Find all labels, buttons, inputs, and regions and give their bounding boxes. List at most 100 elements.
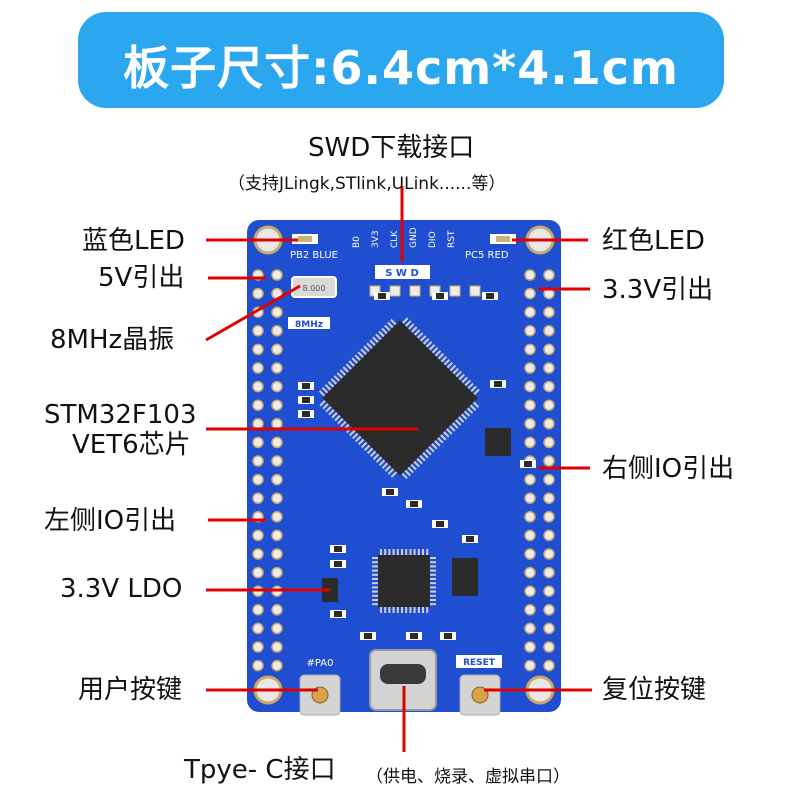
pin-hole — [543, 343, 555, 356]
pin-hole — [252, 566, 264, 579]
mcu-pin — [412, 460, 420, 468]
pin-hole — [271, 418, 283, 430]
mcu-pin — [451, 421, 459, 429]
mcu-pin — [469, 385, 477, 393]
mcu-pin — [327, 381, 335, 389]
right-pin-header — [524, 269, 555, 672]
bridge-pin — [372, 565, 379, 568]
bridge-pin — [396, 606, 399, 613]
mcu-pin — [348, 360, 356, 368]
mcu-pin — [325, 405, 333, 413]
mcu-pin — [366, 342, 374, 350]
mcu-pin — [410, 326, 418, 334]
pin-hole — [543, 622, 555, 635]
pin-hole — [543, 380, 555, 393]
pin-hole — [271, 343, 283, 356]
mcu-pin — [390, 470, 398, 478]
swd-pin-name: GND — [409, 227, 419, 248]
mcu-pin — [424, 448, 432, 456]
pin-hole — [252, 362, 264, 374]
pin-hole — [543, 641, 555, 653]
bridge-pin — [429, 561, 436, 564]
mcu-pin — [445, 427, 453, 435]
pin-hole — [543, 492, 555, 504]
label-left-io: 左侧IO引出 — [44, 506, 177, 536]
pin-hole — [524, 604, 536, 616]
mcu-pin — [322, 402, 330, 410]
pin-hole — [252, 659, 264, 672]
bridge-pin — [392, 549, 395, 556]
swd-silk-box — [375, 265, 430, 279]
pin-hole — [252, 436, 264, 449]
pin-hole — [524, 529, 536, 542]
swd-pin — [469, 285, 481, 297]
mcu-pin — [384, 324, 392, 332]
mcu-pin — [324, 384, 332, 392]
mcu-pin — [355, 435, 363, 443]
bridge-pin — [413, 549, 416, 556]
swd-pin-header — [369, 285, 481, 297]
callout-crystal — [205, 284, 301, 342]
passive-body — [494, 381, 502, 387]
bridge-pin — [429, 578, 436, 580]
mcu-pin — [336, 372, 344, 380]
mcu-pin — [451, 367, 459, 375]
bridge-pin — [372, 586, 379, 589]
pin-hole — [543, 269, 555, 281]
pin-hole — [524, 585, 536, 597]
pin-hole — [271, 529, 283, 542]
bridge-pin — [372, 569, 379, 572]
mcu-pin — [466, 406, 474, 414]
mcu-pin — [422, 338, 430, 346]
bridge-pin — [405, 606, 408, 613]
pin-hole — [252, 287, 264, 300]
pin-hole — [543, 473, 555, 486]
mcu-pin — [437, 353, 445, 361]
mcu-pin — [425, 341, 433, 349]
mcu-pin — [330, 378, 338, 386]
mcu-pin — [469, 403, 477, 411]
swd-pin-name: DIO — [428, 231, 438, 248]
passive-body — [444, 633, 452, 639]
mcu-pin — [372, 452, 380, 460]
passive-body — [378, 293, 386, 299]
bridge-pin — [396, 549, 399, 556]
mcu-pin — [428, 344, 436, 352]
mcu-pin — [390, 318, 398, 326]
mcu-pin — [375, 455, 383, 463]
mcu-pin — [345, 363, 353, 371]
label-red-led: 红色LED — [602, 226, 705, 256]
mcu-pin — [466, 382, 474, 390]
side-ic — [452, 558, 478, 596]
pin-hole — [543, 529, 555, 542]
pin-hole — [543, 585, 555, 597]
mcu-body — [322, 320, 478, 476]
bridge-pin — [384, 606, 387, 613]
pin-hole — [524, 566, 536, 579]
diode-2 — [485, 442, 511, 456]
swd-pin — [389, 285, 401, 297]
passive-body — [334, 611, 342, 617]
mcu-pin — [463, 409, 471, 417]
mcu-pin — [384, 464, 392, 472]
swd-pin-name: 3V3 — [371, 230, 381, 248]
bridge-pin — [409, 549, 412, 556]
label-chip-line2: VET6芯片 — [72, 430, 191, 460]
pin-hole — [543, 362, 555, 374]
passive-body — [410, 633, 418, 639]
mcu-pin — [360, 348, 368, 356]
pin-hole — [271, 306, 283, 318]
passive-body — [436, 293, 444, 299]
pin-hole — [524, 418, 536, 430]
mcu-pin — [375, 333, 383, 341]
mcu-pin — [440, 355, 448, 364]
passive-components — [298, 292, 536, 640]
bridge-pin — [388, 606, 391, 613]
passive-body — [386, 489, 394, 495]
swd-pin-name: B0 — [352, 236, 362, 248]
pin-hole — [524, 436, 536, 449]
pin-hole — [524, 492, 536, 504]
mcu-pin — [400, 472, 408, 480]
pin-hole — [543, 566, 555, 579]
